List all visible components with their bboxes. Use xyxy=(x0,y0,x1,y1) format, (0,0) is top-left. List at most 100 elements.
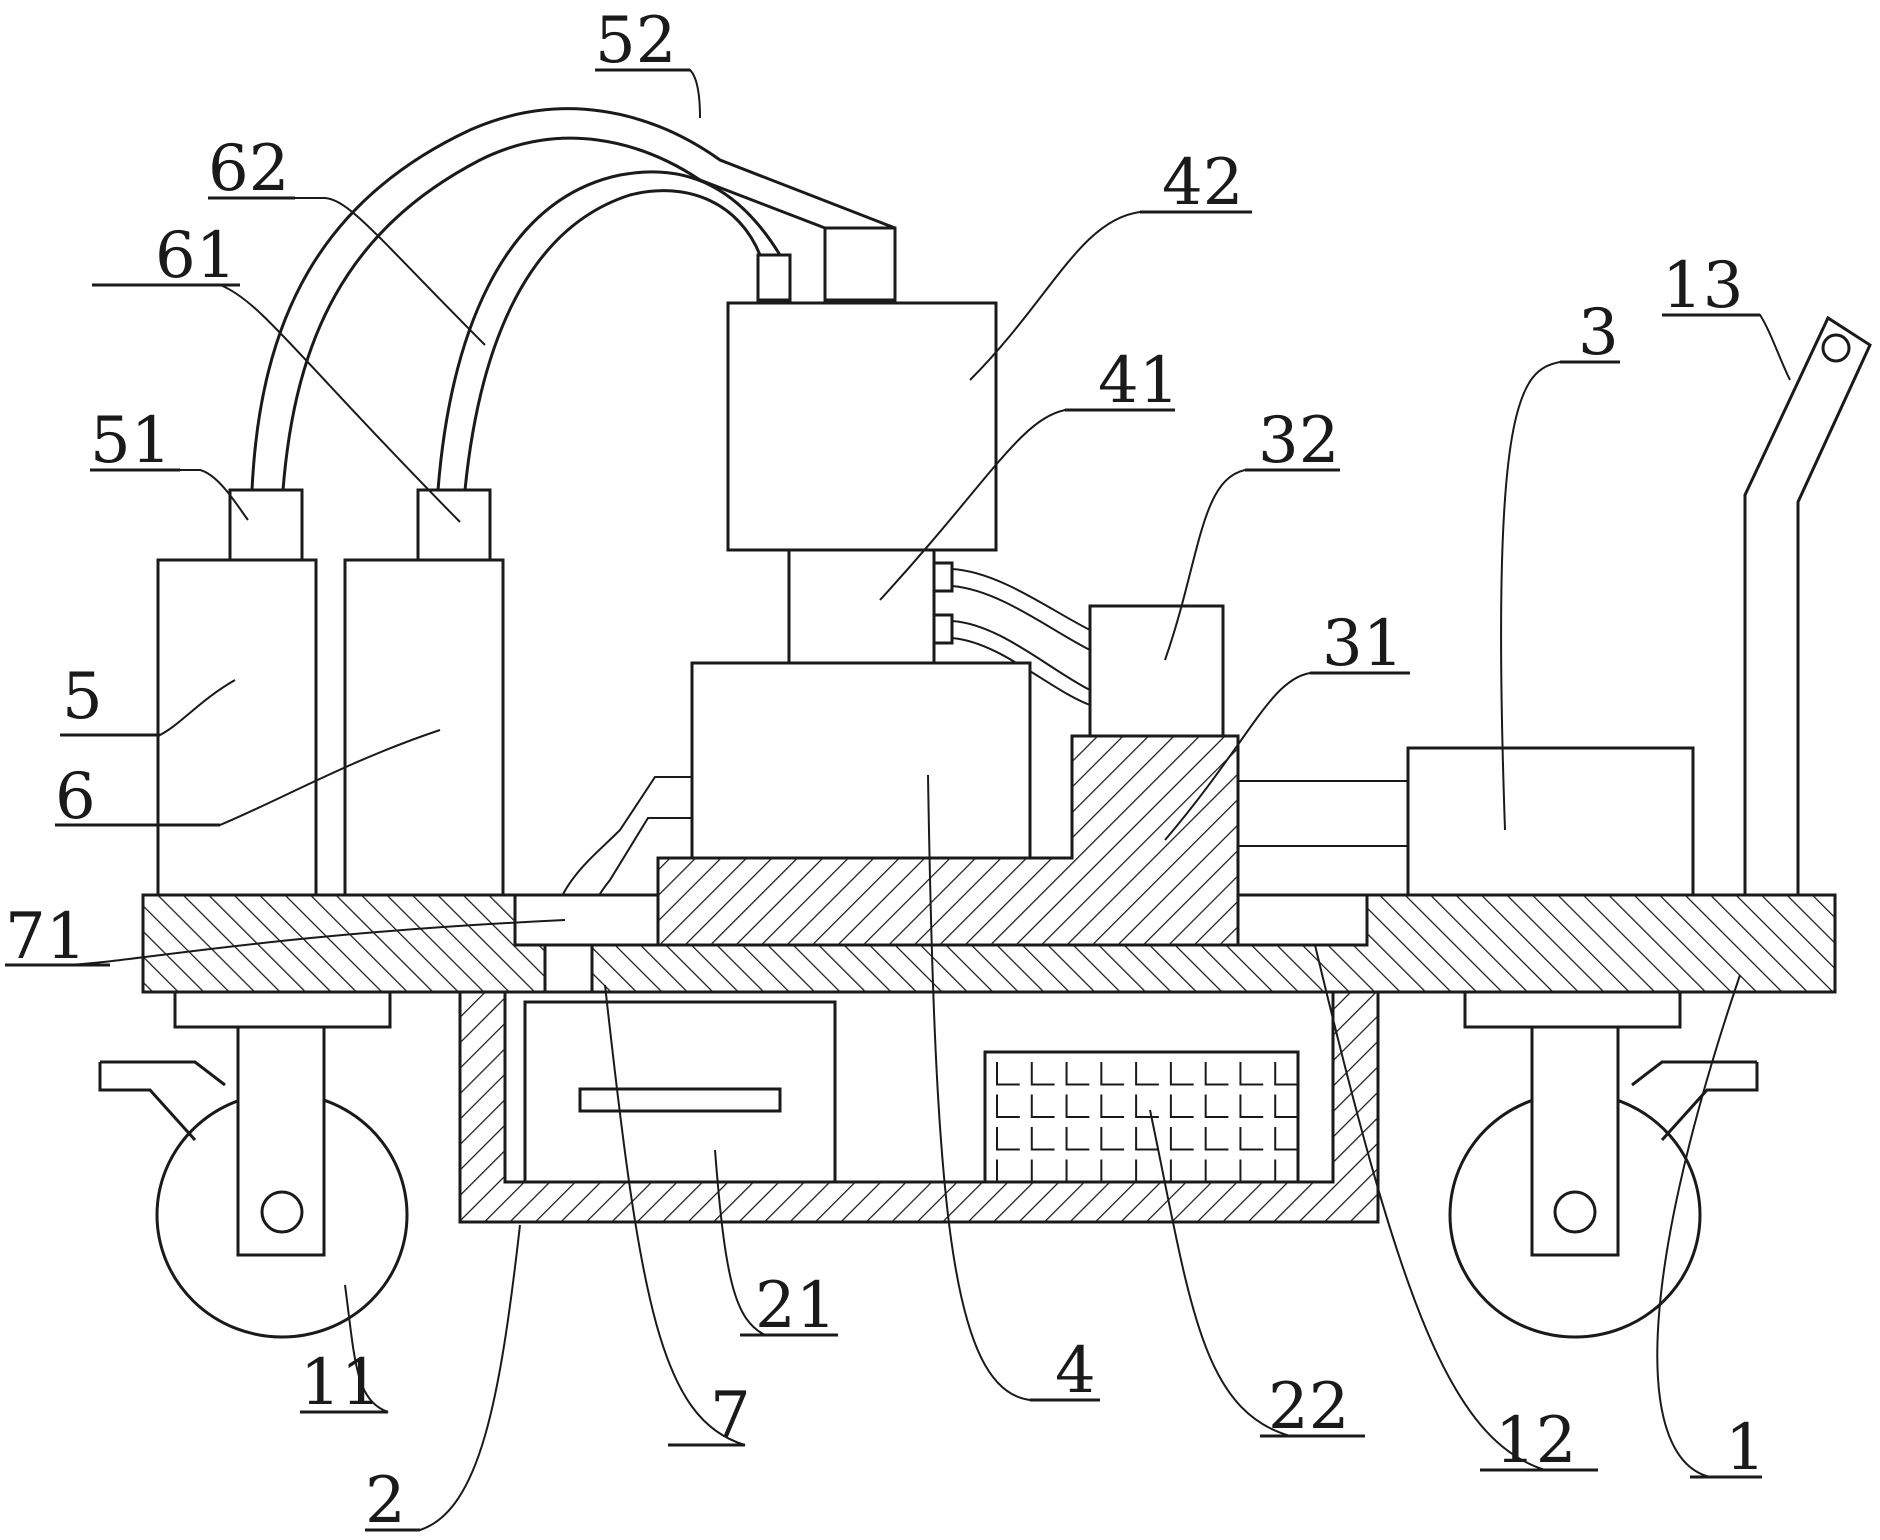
svg-text:41: 41 xyxy=(1098,344,1179,418)
svg-text:31: 31 xyxy=(1322,607,1403,681)
channel-12-right xyxy=(1236,893,1369,947)
port-41b xyxy=(932,613,954,645)
cable-2 xyxy=(951,585,1091,651)
svg-text:62: 62 xyxy=(208,132,289,206)
filter-mesh-mark xyxy=(1100,1159,1125,1183)
filter-mesh-mark xyxy=(1239,1159,1264,1183)
svg-text:12: 12 xyxy=(1495,1404,1576,1478)
filter-mesh-mark xyxy=(1169,1127,1194,1151)
filter-mesh-mark xyxy=(1169,1094,1194,1118)
tank-2 xyxy=(458,990,1380,1224)
svg-text:11: 11 xyxy=(300,1346,381,1420)
svg-text:42: 42 xyxy=(1162,146,1243,220)
wheel-right-12 xyxy=(1448,990,1759,1339)
outlet-7 xyxy=(543,943,594,994)
pipe-62-outer xyxy=(436,170,782,491)
svg-text:32: 32 xyxy=(1258,404,1339,478)
label-7: 7 xyxy=(668,1379,751,1453)
svg-text:21: 21 xyxy=(755,1269,836,1343)
filter-mesh-mark xyxy=(1204,1094,1229,1118)
filter-mesh-mark xyxy=(1274,1127,1298,1151)
filter-mesh-mark xyxy=(1274,1094,1298,1118)
filter-mesh-mark xyxy=(1169,1159,1194,1183)
label-13: 13 xyxy=(1662,249,1760,323)
label-31: 31 xyxy=(1310,607,1410,681)
filter-mesh-mark xyxy=(996,1159,1020,1183)
filter-mesh-mark xyxy=(1274,1062,1298,1086)
label-51: 51 xyxy=(90,404,180,478)
svg-text:13: 13 xyxy=(1662,249,1743,323)
label-61: 61 xyxy=(92,219,240,293)
filter-mesh-mark xyxy=(1030,1127,1055,1151)
filter-mesh-mark xyxy=(1239,1094,1264,1118)
svg-text:1: 1 xyxy=(1725,1411,1766,1485)
label-2: 2 xyxy=(365,1464,420,1538)
label-22: 22 xyxy=(1260,1370,1365,1444)
filter-mesh-mark xyxy=(1065,1159,1090,1183)
label-42: 42 xyxy=(1140,146,1252,220)
filter-mesh-mark xyxy=(1204,1127,1229,1151)
filter-mesh-mark xyxy=(1135,1159,1159,1183)
filter-mesh-mark xyxy=(1100,1062,1125,1086)
filter-mesh-mark xyxy=(1065,1094,1090,1118)
svg-text:61: 61 xyxy=(155,219,236,293)
svg-text:22: 22 xyxy=(1268,1370,1349,1444)
filter-mesh-mark xyxy=(1135,1062,1159,1086)
label-3: 3 xyxy=(1560,296,1620,370)
label-12: 12 xyxy=(1480,1404,1598,1478)
filter-mesh-mark xyxy=(1065,1127,1090,1151)
filter-mesh-mark xyxy=(1239,1062,1264,1086)
filter-mesh-mark xyxy=(996,1062,1020,1086)
pipe-52-inner xyxy=(281,136,826,491)
box-4 xyxy=(690,661,1032,860)
pipe-62-end xyxy=(756,253,792,302)
cylinder-6 xyxy=(343,558,505,897)
svg-text:3: 3 xyxy=(1578,296,1619,370)
filter-mesh-mark xyxy=(1239,1127,1264,1151)
label-4: 4 xyxy=(1030,1334,1100,1408)
connector-41 xyxy=(787,548,936,665)
svg-text:6: 6 xyxy=(55,760,96,834)
filter-mesh-mark xyxy=(1100,1127,1125,1151)
filter-mesh-mark xyxy=(1030,1159,1055,1183)
svg-text:51: 51 xyxy=(90,404,171,478)
filter-mesh-mark xyxy=(1065,1062,1090,1086)
filter-mesh-mark xyxy=(1169,1062,1194,1086)
label-62: 62 xyxy=(208,132,295,206)
svg-text:71: 71 xyxy=(5,900,86,974)
pipe-62-inner xyxy=(463,189,762,491)
svg-text:5: 5 xyxy=(62,660,103,734)
filter-mesh-mark xyxy=(996,1127,1020,1151)
svg-text:2: 2 xyxy=(365,1464,406,1538)
cable-1 xyxy=(951,568,1091,631)
label-21: 21 xyxy=(740,1269,838,1343)
port-41a xyxy=(932,561,954,593)
pipe-52-outer xyxy=(250,107,896,491)
svg-text:52: 52 xyxy=(595,4,676,78)
channel-12 xyxy=(513,893,660,947)
box-42 xyxy=(726,301,998,552)
filter-mesh-mark xyxy=(1274,1159,1298,1183)
svg-text:4: 4 xyxy=(1055,1334,1096,1408)
pipe-52-end xyxy=(823,226,897,302)
label-52: 52 xyxy=(595,4,690,78)
valve-61 xyxy=(416,488,492,562)
label-11: 11 xyxy=(300,1346,388,1420)
filter-mesh-mark xyxy=(996,1094,1020,1118)
valve-51 xyxy=(228,488,304,562)
label-41: 41 xyxy=(1065,344,1179,418)
filter-mesh-mark xyxy=(1135,1127,1159,1151)
box-32 xyxy=(1088,604,1225,738)
filter-grid xyxy=(996,1062,1298,1183)
box-3 xyxy=(1406,746,1695,897)
wheel-left-11 xyxy=(98,990,409,1339)
label-71: 71 xyxy=(5,900,110,974)
filter-mesh-mark xyxy=(1030,1094,1055,1118)
label-1: 1 xyxy=(1690,1411,1766,1485)
filter-mesh-mark xyxy=(1100,1094,1125,1118)
filter-mesh-mark xyxy=(1030,1062,1055,1086)
label-32: 32 xyxy=(1245,404,1340,478)
filter-mesh-mark xyxy=(1204,1062,1229,1086)
cylinder-5 xyxy=(156,558,318,897)
